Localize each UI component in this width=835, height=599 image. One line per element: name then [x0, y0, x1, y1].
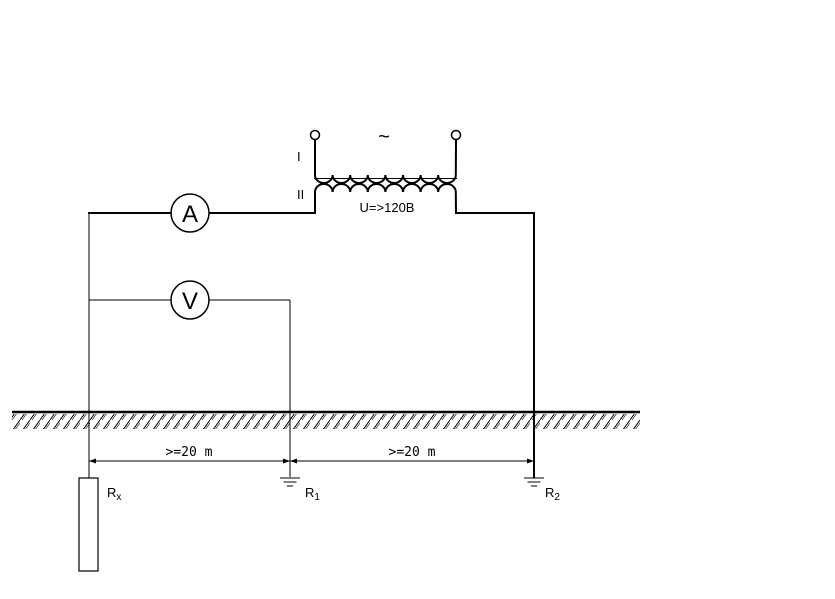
- ammeter-circle: [170, 193, 210, 233]
- distance-dimensions: >=20 m >=20 m: [89, 445, 534, 464]
- secondary-winding: [314, 183, 457, 214]
- r1-label: R1: [305, 485, 320, 503]
- ammeter-label: A: [182, 201, 198, 228]
- ammeter: A: [170, 193, 210, 233]
- rx-electrode-body: [78, 477, 99, 572]
- r2-label: R2: [545, 485, 560, 503]
- primary-terminal-left: [309, 129, 321, 141]
- voltmeter-label: V: [182, 288, 198, 315]
- dimension-arrow: [283, 458, 290, 464]
- ground-symbol-icon: [524, 477, 544, 487]
- ground-surface: [12, 410, 640, 429]
- transformer: ~ I II U=>120B: [297, 126, 462, 215]
- dimension-arrow: [527, 458, 534, 464]
- electrode-rx: Rx: [78, 477, 121, 572]
- ac-supply-symbol: ~: [378, 126, 390, 148]
- dimension-arrow: [89, 458, 96, 464]
- primary-winding: [314, 139, 457, 184]
- spacing-r1-r2: >=20 m: [389, 445, 436, 460]
- dimension-arrow: [290, 458, 297, 464]
- primary-terminal-right: [450, 129, 462, 141]
- electrode-r1: R1: [280, 477, 320, 503]
- rx-label: Rx: [107, 485, 121, 503]
- ground-hatching: [12, 414, 640, 429]
- secondary-winding-label: II: [297, 187, 304, 202]
- primary-winding-label: I: [297, 149, 301, 164]
- spacing-rx-r1: >=20 m: [166, 445, 213, 460]
- voltage-label: U=>120B: [360, 200, 415, 215]
- voltmeter-circle: [170, 280, 210, 320]
- voltmeter: V: [170, 280, 210, 320]
- ground-symbol-icon: [280, 477, 300, 487]
- circuit-wiring: [88, 212, 535, 478]
- electrode-r2: R2: [524, 477, 560, 503]
